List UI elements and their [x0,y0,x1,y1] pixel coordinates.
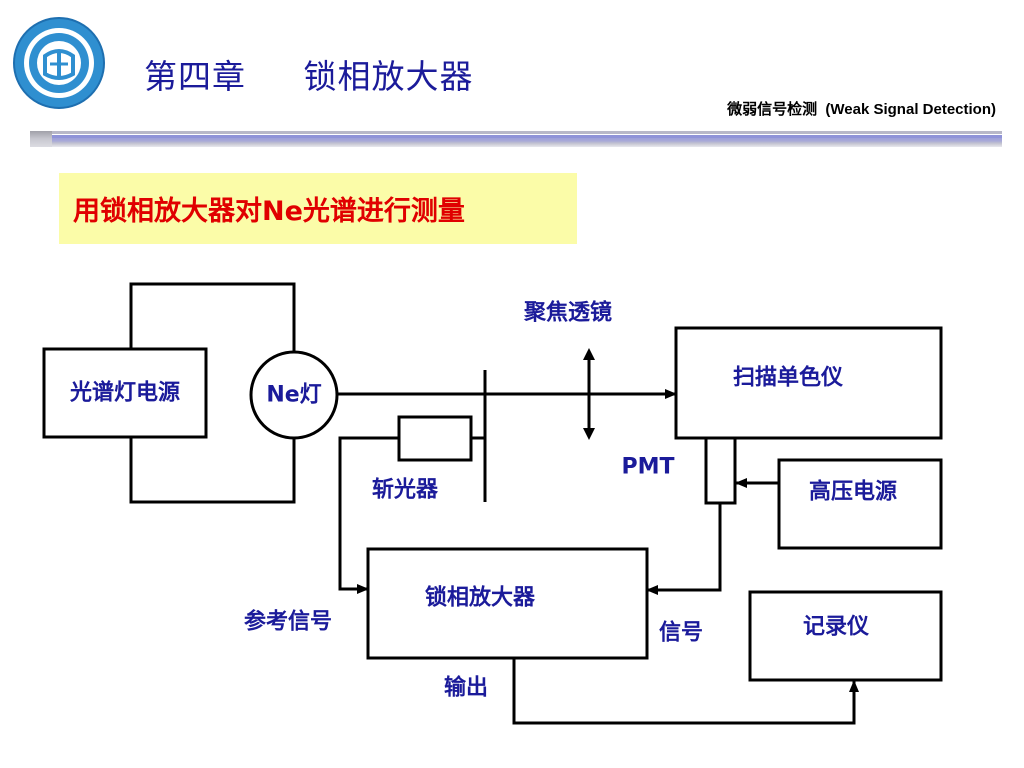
pmt-signal-line [646,503,722,595]
monochromator-label: 扫描单色仪 [733,365,844,391]
chapter-title: 第四章 锁相放大器 [144,57,474,96]
output-label: 输出 [444,675,488,701]
monochromator-box [674,326,943,440]
slide-heading-box: 用锁相放大器对Ne光谱进行测量 [59,173,577,244]
hv-power-box [777,458,943,550]
reference-signal-label: 参考信号 [244,609,332,635]
ne-lamp-label: Ne灯 [266,383,321,408]
pmt-box [704,436,737,505]
hv-power-label: 高压电源 [809,479,897,505]
signal-label: 信号 [659,620,703,646]
focus-lens-label: 聚焦透镜 [523,300,612,326]
lamp-power-label: 光谱灯电源 [69,380,180,406]
focus-lens-arrow-top [583,348,595,360]
lamp-power-loop-top [129,282,296,355]
university-logo [13,17,105,109]
recorder-label: 记录仪 [803,615,870,640]
course-title: 微弱信号检测 (Weak Signal Detection) [727,101,996,118]
lamp-power-box [42,347,208,439]
chopper-motor-box [397,415,473,462]
reference-signal-line [338,436,399,594]
pmt-label: PMT [621,455,674,480]
header-divider [30,131,1002,147]
output-line [512,658,859,725]
slide-heading: 用锁相放大器对Ne光谱进行测量 [73,196,465,227]
chopper-label: 斩光器 [372,477,439,503]
focus-lens-arrow-bottom [583,428,595,440]
lockin-amplifier-label: 锁相放大器 [425,585,536,611]
recorder-box [748,590,943,682]
lockin-amplifier-box [366,547,649,660]
lamp-power-loop-bottom [129,436,296,504]
